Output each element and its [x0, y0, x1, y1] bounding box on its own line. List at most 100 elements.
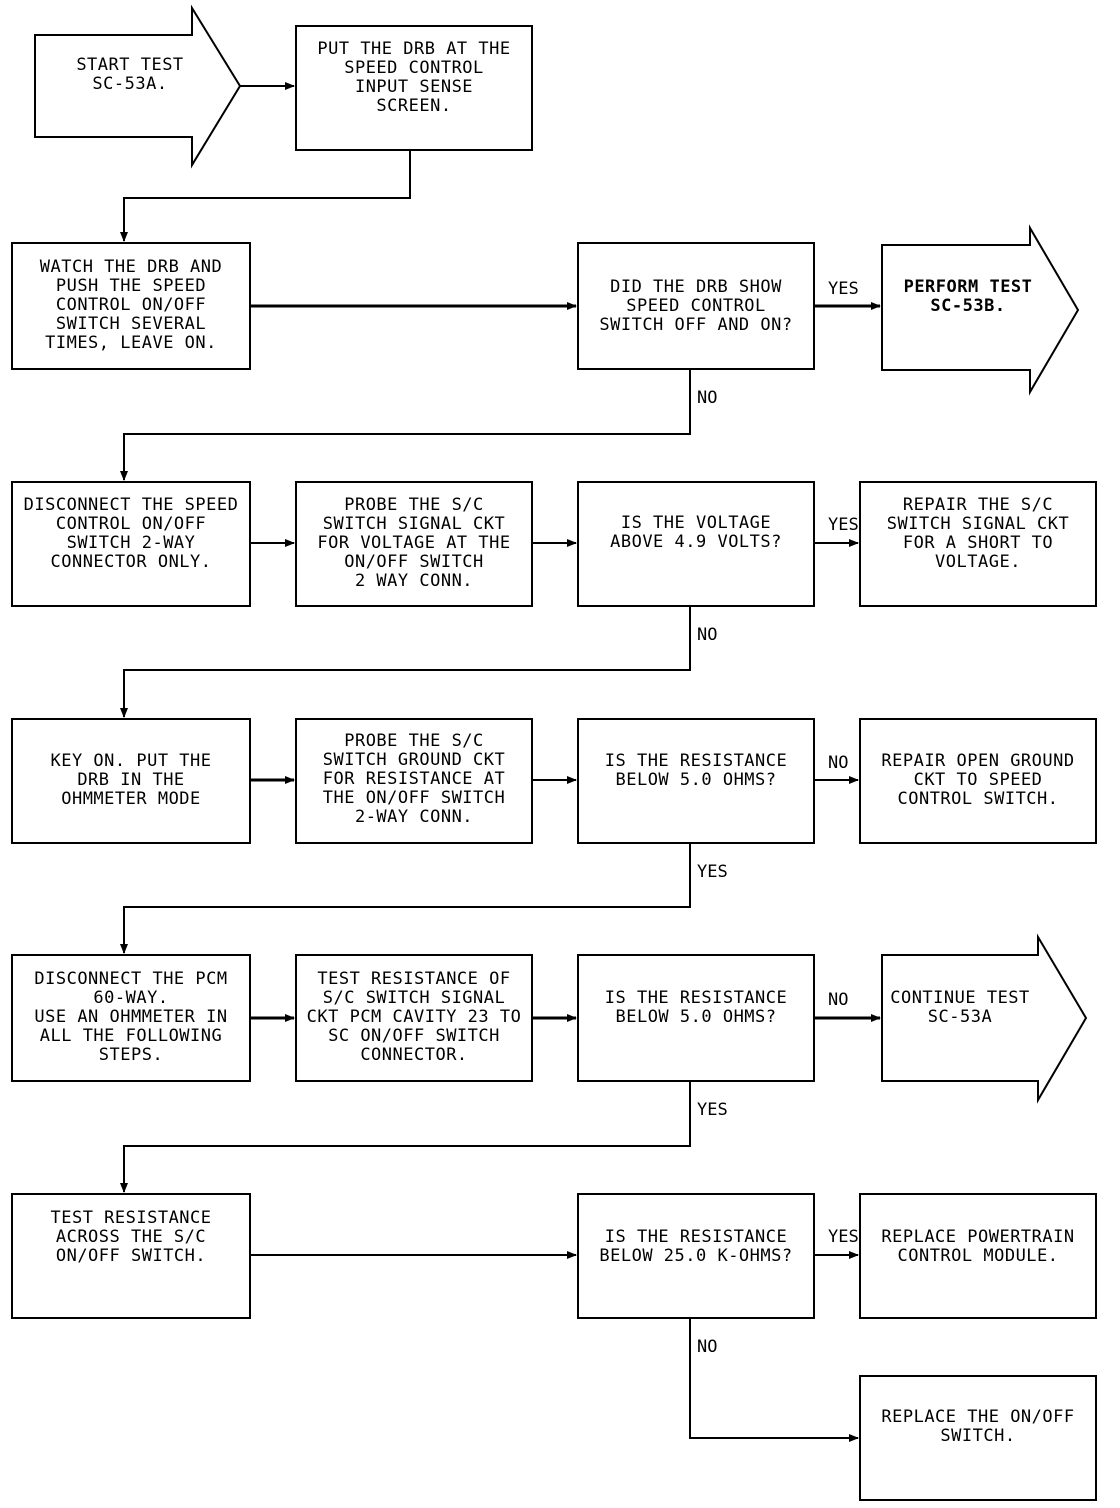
step-put-drb — [295, 25, 533, 151]
text-line: INPUT SENSE — [355, 77, 473, 97]
start-terminal — [34, 4, 242, 169]
text-line: START TEST — [76, 55, 183, 75]
connector-res5b-yes — [120, 1081, 691, 1193]
step-probe-ground — [295, 718, 533, 844]
text-line: IS THE VOLTAGE — [621, 513, 771, 533]
step-replace-switch — [859, 1375, 1097, 1501]
text-line: DRB IN THE — [77, 770, 184, 790]
text-line: SWITCH OFF AND ON? — [599, 315, 792, 335]
text-line: PERFORM TEST — [904, 277, 1033, 297]
step-replace-pcm — [859, 1193, 1097, 1319]
text-line: SC-53A — [928, 1007, 992, 1027]
text-line: REPAIR OPEN GROUND — [881, 751, 1074, 771]
text-line: REPLACE THE ON/OFF — [881, 1407, 1074, 1427]
text-line: SWITCH GROUND CKT — [323, 750, 506, 770]
step-repair-short — [859, 481, 1097, 607]
text-line: BELOW 5.0 OHMS? — [615, 770, 776, 790]
text-line: CKT TO SPEED — [914, 770, 1043, 790]
text-line: PROBE THE S/C — [344, 495, 484, 515]
connector-drbshow-no — [120, 369, 691, 481]
connector-voltage-no — [120, 606, 691, 718]
label-yes-res25: YES — [828, 1227, 859, 1247]
text-line: SWITCH. — [940, 1426, 1015, 1446]
text-line: TIMES, LEAVE ON. — [45, 333, 217, 353]
label-no-res5b: NO — [828, 990, 848, 1010]
decision-resistance-5a — [577, 718, 815, 844]
text-line: CONTROL MODULE. — [897, 1246, 1058, 1266]
connector-putdrb-watch — [120, 150, 411, 242]
text-line: ABOVE 4.9 VOLTS? — [610, 532, 782, 552]
text-line: CKT PCM CAVITY 23 TO — [307, 1007, 522, 1027]
text-line: ALL THE FOLLOWING — [40, 1026, 223, 1046]
text-line: DISCONNECT THE SPEED — [24, 495, 239, 515]
text-line: THE ON/OFF SWITCH — [323, 788, 506, 808]
text-line: IS THE RESISTANCE — [605, 751, 788, 771]
step-watch-drb — [11, 242, 251, 370]
text-line: ACROSS THE S/C — [56, 1227, 206, 1247]
text-line: SC ON/OFF SWITCH — [328, 1026, 500, 1046]
text-line: CONNECTOR ONLY. — [50, 552, 211, 572]
text-line: SPEED CONTROL — [344, 58, 484, 78]
label-yes-voltage: YES — [828, 515, 859, 535]
text-line: WATCH THE DRB AND — [40, 257, 223, 277]
text-line: DID THE DRB SHOW — [610, 277, 782, 297]
step-test-across — [11, 1193, 251, 1319]
terminal-continue-53a — [881, 933, 1088, 1104]
step-probe-signal — [295, 481, 533, 607]
text-line: CONNECTOR. — [360, 1045, 467, 1065]
text-line: FOR A SHORT TO — [903, 533, 1053, 553]
step-disconnect-pcm — [11, 954, 251, 1082]
decision-resistance-25 — [577, 1193, 815, 1319]
label-no-res5a: NO — [828, 753, 848, 773]
step-test-cavity — [295, 954, 533, 1082]
text-line: SCREEN. — [376, 96, 451, 116]
text-line: BELOW 5.0 OHMS? — [615, 1007, 776, 1027]
text-line: FOR RESISTANCE AT — [323, 769, 506, 789]
decision-drb-show — [577, 242, 815, 370]
text-line: OHMMETER MODE — [61, 789, 201, 809]
text-line: IS THE RESISTANCE — [605, 1227, 788, 1247]
text-line: CONTINUE TEST — [890, 988, 1030, 1008]
text-line: CONTROL ON/OFF — [56, 514, 206, 534]
text-line: STEPS. — [99, 1045, 163, 1065]
text-line: PUSH THE SPEED — [56, 276, 206, 296]
label-yes-res5a: YES — [697, 862, 728, 882]
label-yes-drbshow: YES — [828, 279, 859, 299]
text-line: KEY ON. PUT THE — [50, 751, 211, 771]
decision-resistance-5b — [577, 954, 815, 1082]
text-line: TEST RESISTANCE OF — [317, 969, 510, 989]
text-line: REPAIR THE S/C — [903, 495, 1053, 515]
step-repair-ground — [859, 718, 1097, 844]
decision-voltage — [577, 481, 815, 607]
text-line: SWITCH SIGNAL CKT — [323, 514, 506, 534]
text-line: CONTROL ON/OFF — [56, 295, 206, 315]
step-disconnect-switch — [11, 481, 251, 607]
label-yes-res5b: YES — [697, 1100, 728, 1120]
text-line: VOLTAGE. — [935, 552, 1021, 572]
text-line: ON/OFF SWITCH. — [56, 1246, 206, 1266]
label-no-res25: NO — [697, 1337, 717, 1357]
text-line: SWITCH SEVERAL — [56, 314, 206, 334]
text-line: FOR VOLTAGE AT THE — [317, 533, 510, 553]
connector-res25-no — [689, 1318, 859, 1442]
